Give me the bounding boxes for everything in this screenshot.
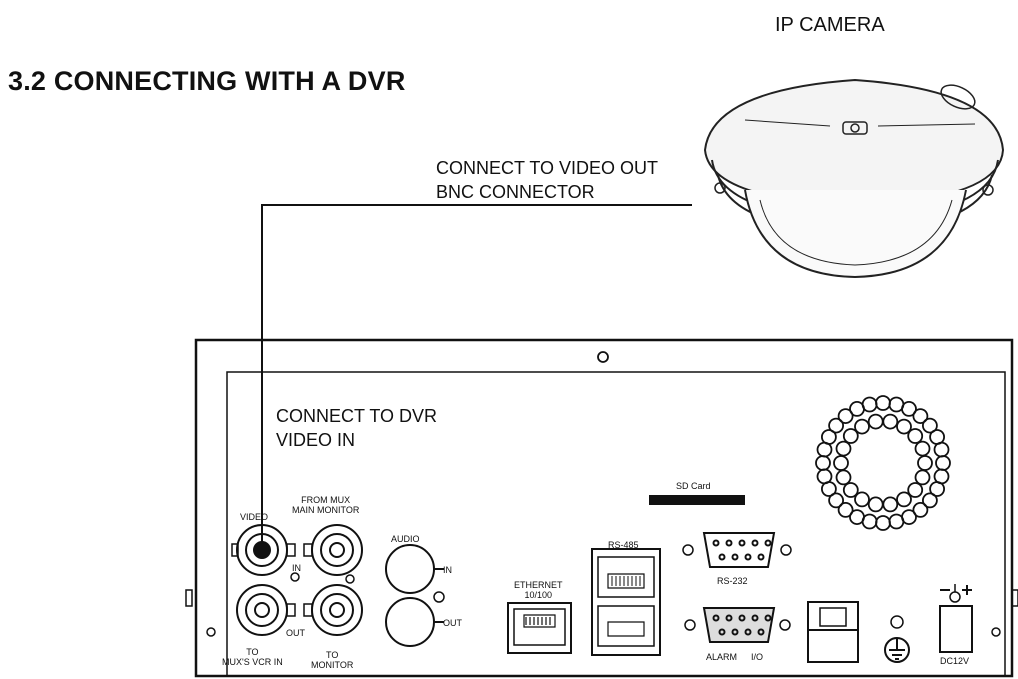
label-audio-in: IN [443, 565, 452, 575]
label-to-mux: TO MUX'S VCR IN [222, 647, 283, 667]
vent-hole [875, 515, 891, 531]
vent-hole [842, 482, 859, 498]
label-bnc-in: IN [292, 563, 301, 573]
label-to-mux-line1: TO [246, 647, 259, 657]
vent-hole [821, 429, 837, 445]
vent-hole [907, 428, 924, 444]
vent-hole [835, 440, 852, 457]
vent-hole [835, 469, 852, 486]
fan-vent [815, 395, 951, 531]
vent-hole [854, 491, 870, 508]
callout-dvr-in-line1: CONNECT TO DVR [276, 406, 438, 426]
label-rs485: RS-485 [608, 540, 639, 550]
vent-hole [867, 413, 884, 430]
callout-video-out-line2: BNC CONNECTOR [436, 182, 595, 202]
label-audio-out: OUT [443, 618, 462, 628]
vent-hole [816, 468, 833, 485]
label-to-monitor-line1: TO [326, 650, 339, 660]
label-bnc-out: OUT [286, 628, 305, 638]
vent-hole [837, 408, 854, 425]
vent-hole [882, 496, 899, 513]
ground-terminal [884, 615, 910, 663]
callout-video-out-line1: CONNECT TO VIDEO OUT [436, 158, 659, 178]
rs485-ports [591, 548, 661, 656]
ethernet-port [507, 602, 572, 654]
vent-hole [828, 417, 844, 434]
label-io: I/O [751, 652, 764, 662]
vent-hole [882, 413, 899, 430]
vent-hole [828, 492, 844, 509]
callout-dvr-in: CONNECT TO DVR VIDEO IN [276, 404, 437, 452]
audio-jacks [385, 544, 445, 647]
label-dc12v: DC12V [940, 656, 970, 666]
label-alarm: ALARM [706, 652, 738, 662]
ip-camera-illustration [703, 78, 1005, 279]
vent-hole [917, 455, 933, 471]
alarm-io-connector [684, 607, 791, 643]
vent-hole [914, 469, 931, 486]
callout-video-out: CONNECT TO VIDEO OUT BNC CONNECTOR [436, 156, 658, 204]
label-from-mux-line1: FROM MUX [301, 495, 351, 505]
vent-hole [837, 501, 854, 518]
label-sd-card: SD Card [676, 481, 711, 491]
vent-hole [815, 455, 831, 471]
label-from-mux-line2: MAIN MONITOR [292, 505, 360, 515]
bnc-connectors [231, 524, 363, 636]
vent-hole [907, 482, 924, 498]
vent-hole [867, 496, 884, 513]
camera-title: IP CAMERA [775, 14, 885, 36]
vent-hole [854, 418, 870, 435]
vent-hole [929, 481, 945, 497]
video-cable [261, 204, 692, 545]
dvr-rear-panel [185, 338, 1018, 678]
label-to-mux-line2: MUX'S VCR IN [222, 657, 283, 667]
label-ethernet-line1: ETHERNET [514, 580, 563, 590]
vent-hole [914, 440, 931, 457]
label-audio: AUDIO [391, 534, 420, 544]
page-title: 3.2 CONNECTING WITH A DVR [8, 66, 406, 96]
sd-card-slot [649, 495, 745, 505]
vent-hole [912, 501, 929, 518]
vent-hole [912, 408, 929, 425]
label-rs232: RS-232 [717, 576, 748, 586]
label-video: VIDEO [240, 512, 269, 522]
vent-hole [849, 509, 865, 525]
label-ethernet: ETHERNET 10/100 [514, 580, 563, 600]
rs232-connector [682, 532, 792, 568]
vent-hole [842, 428, 859, 444]
power-switch [807, 601, 859, 663]
label-from-mux: FROM MUX MAIN MONITOR [292, 495, 359, 515]
label-to-monitor: TO MONITOR [311, 650, 353, 670]
vent-hole [861, 396, 878, 413]
dc-power-jack [939, 584, 973, 653]
label-to-monitor-line2: MONITOR [311, 660, 354, 670]
vent-hole [875, 395, 891, 411]
callout-dvr-in-line2: VIDEO IN [276, 430, 356, 450]
vent-hole [833, 455, 849, 471]
vent-hole [935, 455, 951, 471]
vent-hole [922, 417, 938, 434]
vent-hole [901, 400, 917, 417]
vent-hole [896, 491, 912, 508]
vent-hole [888, 513, 905, 530]
label-ethernet-line2: 10/100 [524, 590, 553, 600]
vent-hole [922, 492, 938, 509]
vent-hole [933, 441, 950, 458]
vent-hole [896, 418, 912, 435]
